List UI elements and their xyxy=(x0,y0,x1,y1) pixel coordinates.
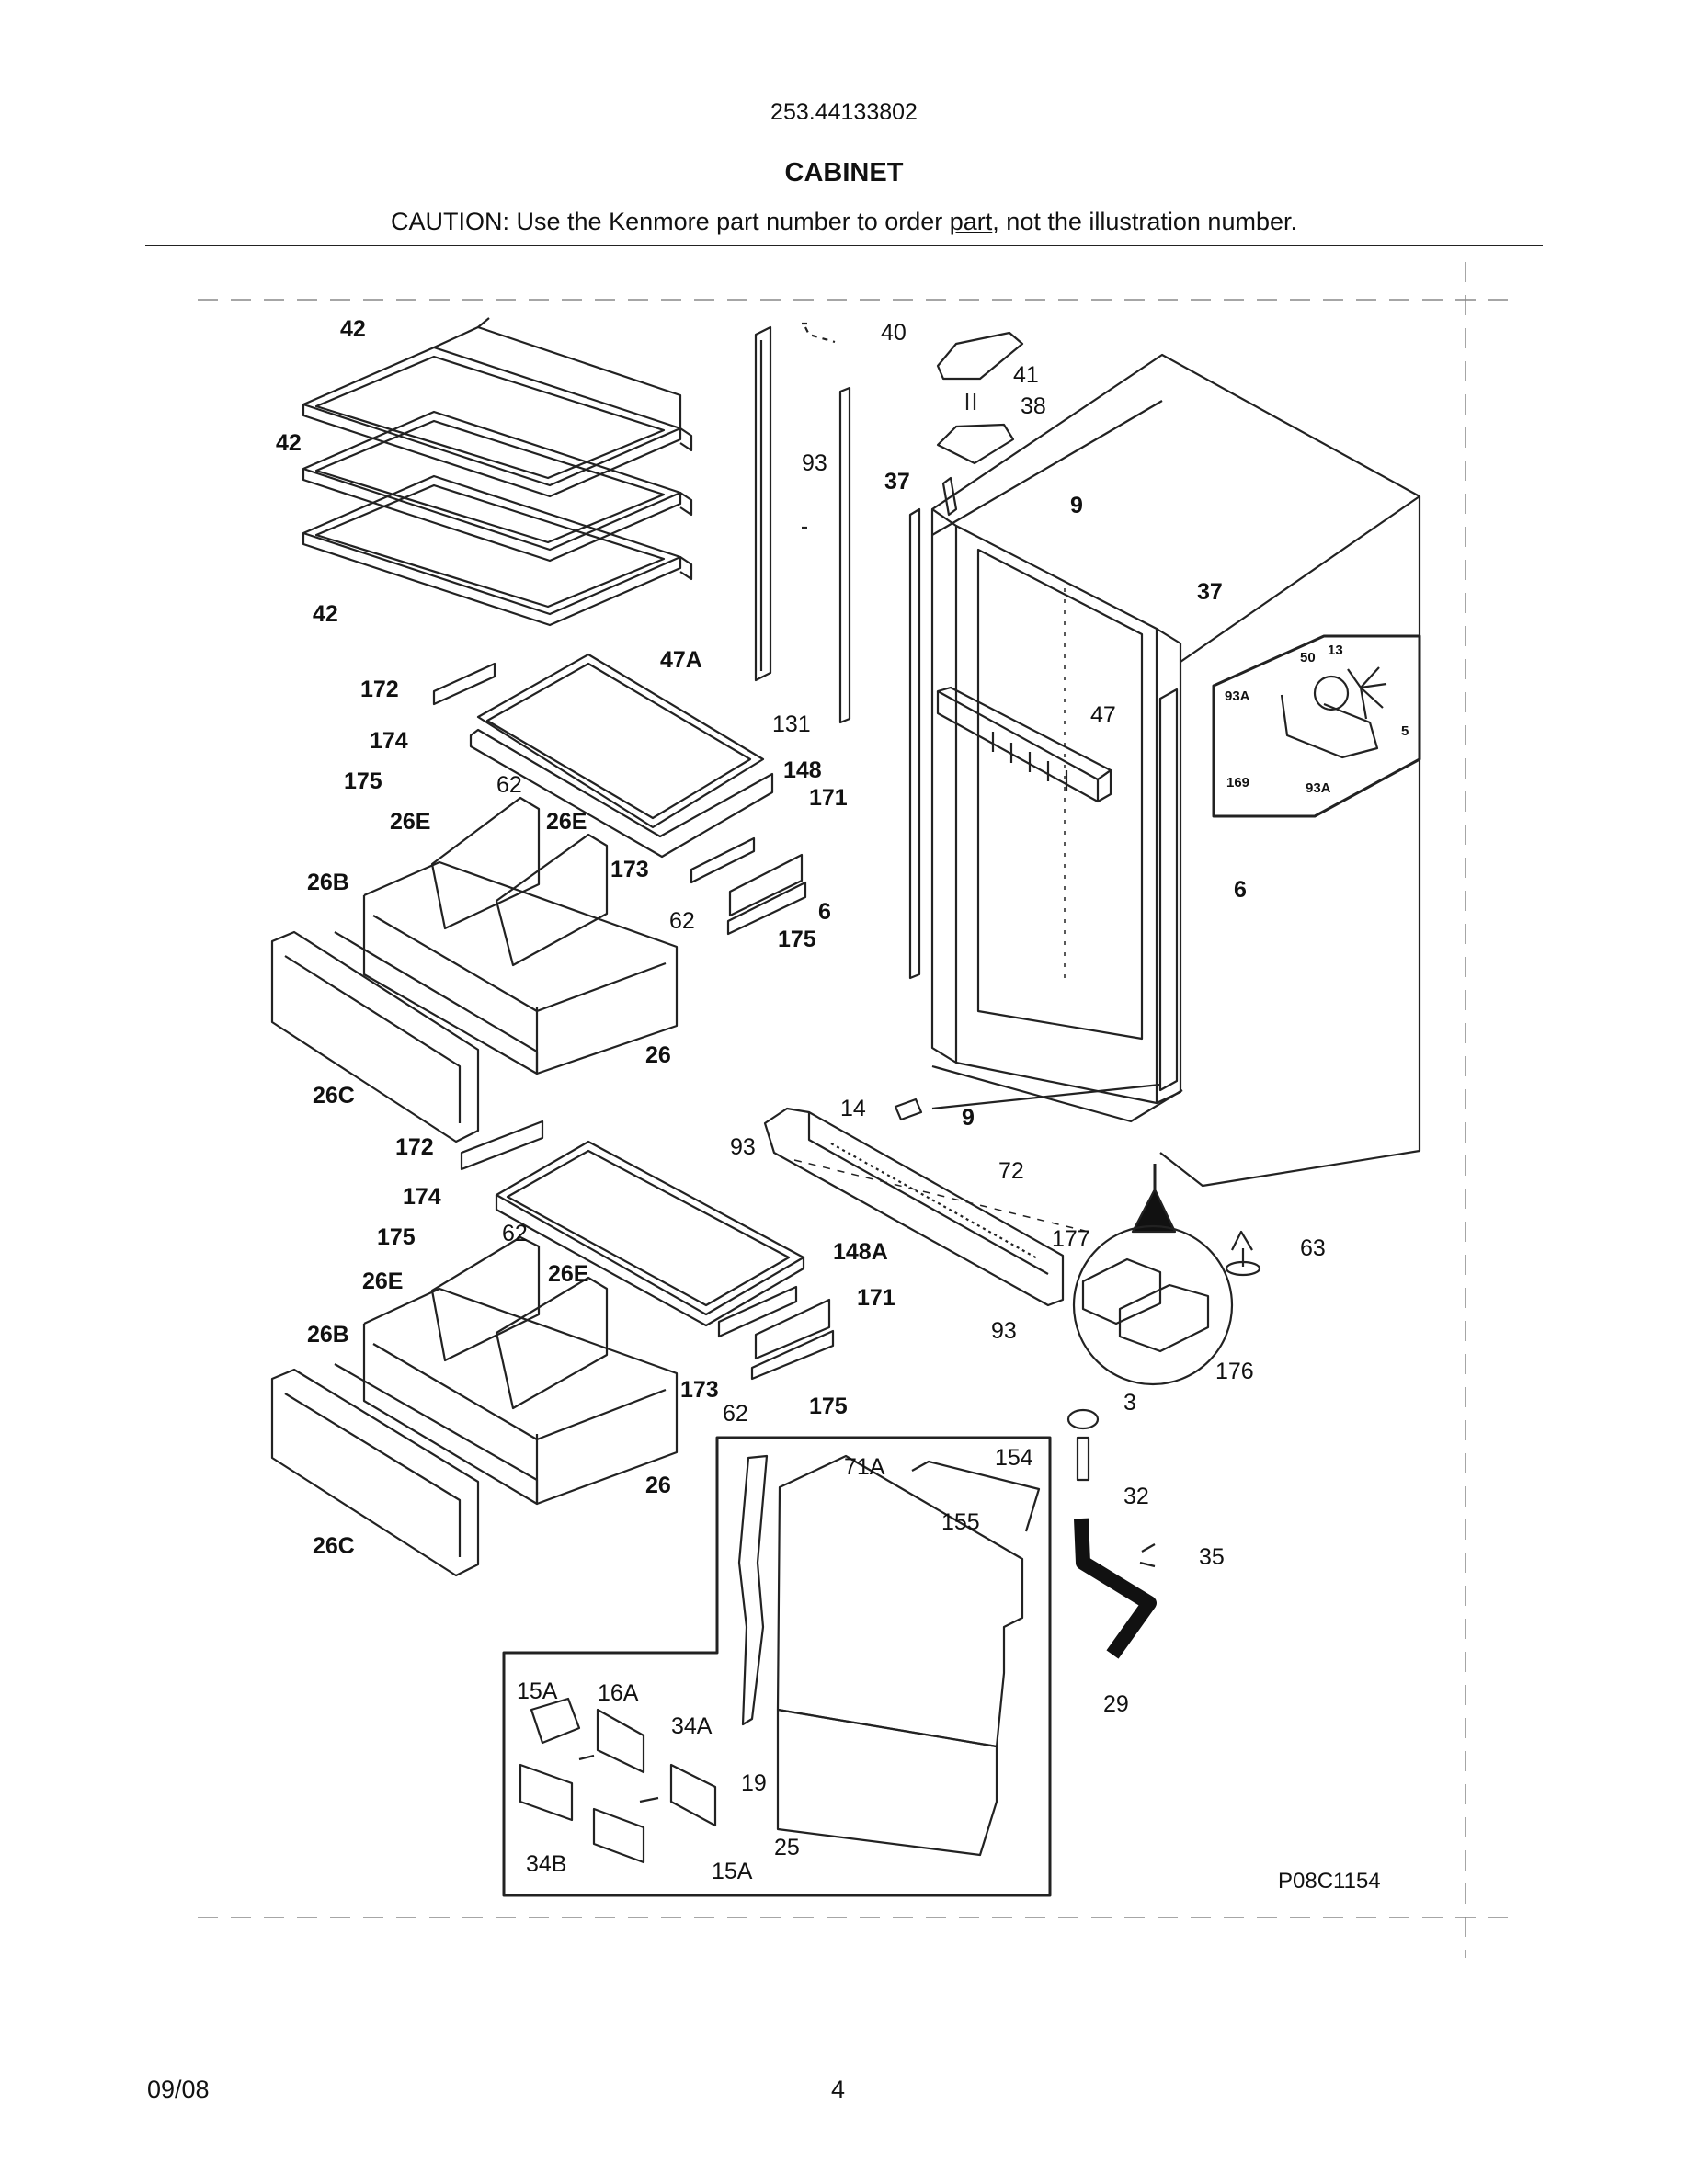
upper-crisper-illustration xyxy=(270,796,679,1143)
hinge-illustration xyxy=(936,331,1024,517)
lower-crisper-cover-illustration xyxy=(460,1120,835,1381)
callout-26C-b: 26C xyxy=(313,1533,355,1559)
callout-148: 148 xyxy=(783,757,822,783)
callout-14: 14 xyxy=(840,1096,866,1121)
figure-code: P08C1154 xyxy=(1278,1869,1381,1894)
callout-42-c: 42 xyxy=(313,601,338,627)
caution-prefix: CAUTION: Use the Kenmore part number to … xyxy=(391,208,950,235)
kickplate-illustration xyxy=(763,1107,1177,1307)
fan-motor-inset xyxy=(1212,634,1421,818)
callout-6-b: 6 xyxy=(1234,877,1247,903)
callout-93A-b: 93A xyxy=(1306,780,1331,796)
callout-62-c: 62 xyxy=(502,1221,528,1246)
callout-148A: 148A xyxy=(833,1239,888,1265)
header-rule xyxy=(145,245,1543,246)
page-number: 4 xyxy=(831,2076,846,2103)
drain-parts-illustration xyxy=(1066,1408,1157,1659)
callout-13: 13 xyxy=(1328,643,1343,658)
callout-62-a: 62 xyxy=(496,772,522,798)
callout-174-a: 174 xyxy=(370,728,408,754)
callout-176: 176 xyxy=(1215,1359,1254,1384)
callout-29: 29 xyxy=(1103,1691,1129,1717)
callout-173-a: 173 xyxy=(610,857,649,882)
callout-16A: 16A xyxy=(598,1680,639,1706)
callout-6-a: 6 xyxy=(818,899,831,925)
callout-169: 169 xyxy=(1226,775,1249,791)
callout-174-b: 174 xyxy=(403,1184,441,1210)
callout-26E-a: 26E xyxy=(390,809,430,835)
caution-underlined-word: part xyxy=(949,208,993,235)
callout-42-b: 42 xyxy=(276,430,302,456)
upper-crisper-cover-illustration xyxy=(432,653,807,936)
callout-47: 47 xyxy=(1090,702,1116,728)
callout-175-c: 175 xyxy=(377,1224,416,1250)
leveler-and-control-inset xyxy=(894,1098,1261,1386)
callout-26E-d: 26E xyxy=(548,1261,588,1287)
callout-172-b: 172 xyxy=(395,1134,434,1160)
cabinet-illustration xyxy=(930,353,1421,1188)
callout-34B: 34B xyxy=(526,1851,566,1877)
callout-42-a: 42 xyxy=(340,316,366,342)
callout-9-a: 9 xyxy=(1070,493,1083,518)
callout-131: 131 xyxy=(772,711,811,737)
callout-171-b: 171 xyxy=(857,1285,895,1311)
model-number: 253.44133802 xyxy=(770,99,918,125)
callout-32: 32 xyxy=(1123,1484,1149,1509)
shelf-illustration xyxy=(302,317,693,627)
callout-155: 155 xyxy=(941,1509,980,1535)
callout-175-b: 175 xyxy=(778,927,816,952)
callout-26B-a: 26B xyxy=(307,870,349,895)
callout-71A: 71A xyxy=(844,1454,885,1480)
callout-26E-c: 26E xyxy=(362,1268,403,1294)
shelf-rail-illustration xyxy=(754,322,851,724)
callout-26C-a: 26C xyxy=(313,1083,355,1109)
callout-154: 154 xyxy=(995,1445,1033,1471)
callout-63: 63 xyxy=(1300,1235,1326,1261)
callout-15A-b: 15A xyxy=(712,1859,753,1884)
footer-date: 09/08 xyxy=(147,2076,210,2103)
callout-62-d: 62 xyxy=(723,1401,748,1427)
light-housing-inset xyxy=(502,1436,1052,1897)
caution-suffix: , not the illustration number. xyxy=(992,208,1297,235)
callout-93-a: 93 xyxy=(802,450,827,476)
callout-9-b: 9 xyxy=(962,1105,975,1131)
section-title: CABINET xyxy=(784,158,904,188)
dashed-frame xyxy=(198,262,1508,1958)
door-gasket-illustration xyxy=(908,400,1179,1110)
callout-41: 41 xyxy=(1013,362,1039,388)
callout-72: 72 xyxy=(998,1158,1024,1184)
callout-3: 3 xyxy=(1123,1390,1136,1416)
callout-19: 19 xyxy=(741,1770,767,1796)
callout-93-c: 93 xyxy=(991,1318,1017,1344)
callout-175-a: 175 xyxy=(344,768,382,794)
callout-26-a: 26 xyxy=(645,1042,671,1068)
callout-177: 177 xyxy=(1052,1226,1090,1252)
callout-172-a: 172 xyxy=(360,677,399,702)
callout-47A: 47A xyxy=(660,647,702,673)
lower-crisper-illustration xyxy=(270,1235,679,1577)
callout-15A-a: 15A xyxy=(517,1678,558,1704)
callout-35: 35 xyxy=(1199,1544,1225,1570)
callout-62-b: 62 xyxy=(669,908,695,934)
callout-175-d: 175 xyxy=(809,1393,848,1419)
callout-34A: 34A xyxy=(671,1713,713,1739)
callout-38: 38 xyxy=(1021,393,1046,419)
callout-93-b: 93 xyxy=(730,1134,756,1160)
air-grille-illustration xyxy=(936,686,1112,803)
callout-93A-a: 93A xyxy=(1225,688,1250,704)
caution-note: CAUTION: Use the Kenmore part number to … xyxy=(0,208,1688,236)
callout-40: 40 xyxy=(881,320,907,346)
callout-173-b: 173 xyxy=(680,1377,719,1403)
callout-37-b: 37 xyxy=(1197,579,1223,605)
callout-5: 5 xyxy=(1401,723,1409,739)
callout-26E-b: 26E xyxy=(546,809,587,835)
callout-171-a: 171 xyxy=(809,785,848,811)
callout-26B-b: 26B xyxy=(307,1322,349,1348)
callout-26-b: 26 xyxy=(645,1473,671,1498)
callout-37-a: 37 xyxy=(884,469,910,495)
callout-25: 25 xyxy=(774,1835,800,1860)
callout-50: 50 xyxy=(1300,650,1316,665)
